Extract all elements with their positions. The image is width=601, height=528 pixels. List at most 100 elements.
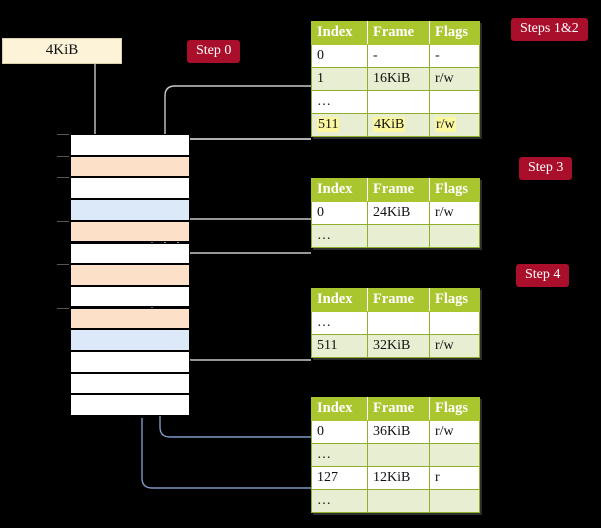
- table-row: …: [311, 224, 480, 248]
- memory-cell-2: [70, 177, 190, 199]
- cell-frame: [367, 443, 430, 467]
- memory-cell-11: [70, 372, 190, 395]
- cell-frame: [367, 311, 430, 335]
- column-header-frame: Frame: [367, 21, 430, 45]
- memory-tick-6: [57, 264, 69, 266]
- memory-tick-8: [57, 307, 69, 309]
- cell-flags: r/w: [429, 113, 480, 137]
- memory-cell-6: [70, 264, 190, 286]
- cell-frame: 4KiB: [367, 113, 430, 137]
- level-1-table: Index Frame Flags 0 36KiB r/w … 127 12Ki…: [311, 397, 480, 513]
- table-row: …: [311, 311, 480, 335]
- table-row: 1 16KiB r/w: [311, 67, 480, 91]
- table-row: 0 24KiB r/w: [311, 201, 480, 225]
- cell-frame-text: 4KiB: [373, 116, 406, 132]
- cell-flags: -: [429, 44, 480, 68]
- memory-column: [57, 134, 190, 416]
- cell-flags: r: [429, 466, 480, 490]
- cell-index: 0: [311, 420, 368, 444]
- cell-frame: 24KiB: [367, 201, 430, 225]
- cell-frame: [367, 489, 430, 513]
- table-row: 0 - -: [311, 44, 480, 68]
- badge-step-3-label: Step 3: [528, 160, 564, 175]
- cell-index: …: [311, 224, 368, 248]
- table-header-row: Index Frame Flags: [311, 288, 480, 312]
- frame-box-4kib: 4KiB: [2, 38, 122, 64]
- column-header-frame: Frame: [367, 288, 430, 312]
- column-header-frame: Frame: [367, 178, 430, 202]
- cell-flags: [429, 443, 480, 467]
- cell-flags: r/w: [429, 67, 480, 91]
- table-row-highlighted: 511 4KiB r/w: [311, 113, 480, 137]
- memory-cell-3: [70, 199, 190, 221]
- cell-flags: [429, 224, 480, 248]
- table-header-row: Index Frame Flags: [311, 178, 480, 202]
- column-header-flags: Flags: [429, 397, 480, 421]
- cell-index: …: [311, 443, 368, 467]
- table-row: …: [311, 489, 480, 513]
- cell-flags: r/w: [429, 420, 480, 444]
- cell-frame: 32KiB: [367, 334, 430, 358]
- badge-step-4: Step 4: [516, 264, 570, 287]
- memory-tick-2: [57, 177, 69, 179]
- table-row: …: [311, 90, 480, 114]
- badge-step-0: Step 0: [187, 40, 241, 63]
- memory-cell-1: [70, 155, 190, 178]
- badge-step-3: Step 3: [519, 157, 573, 180]
- level-3-table: Index Frame Flags 0 24KiB r/w …: [311, 178, 480, 248]
- column-header-flags: Flags: [429, 21, 480, 45]
- cell-flags: [429, 311, 480, 335]
- memory-tick-0: [57, 134, 69, 135]
- cell-index: …: [311, 489, 368, 513]
- cell-frame: 16KiB: [367, 67, 430, 91]
- cell-flags: r/w: [429, 201, 480, 225]
- cell-frame: -: [367, 44, 430, 68]
- frame-box-label: 4KiB: [45, 42, 79, 58]
- column-header-index: Index: [311, 21, 368, 45]
- memory-cell-0: [70, 134, 190, 156]
- memory-cell-10: [70, 351, 190, 373]
- table-header-row: Index Frame Flags: [311, 397, 480, 421]
- cell-frame: [367, 90, 430, 114]
- column-header-flags: Flags: [429, 178, 480, 202]
- badge-step-0-label: Step 0: [196, 43, 232, 58]
- cell-index: 127: [311, 466, 368, 490]
- table-row: …: [311, 443, 480, 467]
- memory-cell-9: [70, 329, 190, 351]
- cell-index: …: [311, 311, 368, 335]
- column-header-index: Index: [311, 178, 368, 202]
- memory-cell-8: [70, 307, 190, 330]
- table-row: 0 36KiB r/w: [311, 420, 480, 444]
- column-header-frame: Frame: [367, 397, 430, 421]
- column-header-flags: Flags: [429, 288, 480, 312]
- table-row: 127 12KiB r: [311, 466, 480, 490]
- cell-frame: 36KiB: [367, 420, 430, 444]
- cell-flags: r/w: [429, 334, 480, 358]
- cell-flags-text: r/w: [435, 116, 456, 132]
- badge-step-4-label: Step 4: [525, 267, 561, 282]
- badge-steps-1-2-label: Steps 1&2: [520, 21, 579, 36]
- cell-index: …: [311, 90, 368, 114]
- cell-index: 1: [311, 67, 368, 91]
- cell-index: 0: [311, 201, 368, 225]
- column-header-index: Index: [311, 288, 368, 312]
- cell-frame: 12KiB: [367, 466, 430, 490]
- cell-index-text: 511: [317, 116, 340, 132]
- level-4-table: Index Frame Flags 0 - - 1 16KiB r/w …: [311, 21, 480, 137]
- table-header-row: Index Frame Flags: [311, 21, 480, 45]
- cell-frame: [367, 224, 430, 248]
- memory-tick-4: [57, 220, 69, 222]
- cell-index: 511: [311, 113, 368, 137]
- memory-cell-4: [70, 220, 190, 243]
- badge-steps-1-2: Steps 1&2: [511, 18, 588, 41]
- cell-flags: [429, 90, 480, 114]
- column-header-index: Index: [311, 397, 368, 421]
- cell-index: 0: [311, 44, 368, 68]
- cell-flags: [429, 489, 480, 513]
- memory-cell-12: [70, 394, 190, 416]
- memory-tick-1: [57, 155, 69, 157]
- level-2-table: Index Frame Flags … 511 32KiB r/w: [311, 288, 480, 358]
- table-row: 511 32KiB r/w: [311, 334, 480, 358]
- memory-cell-7: [70, 285, 190, 308]
